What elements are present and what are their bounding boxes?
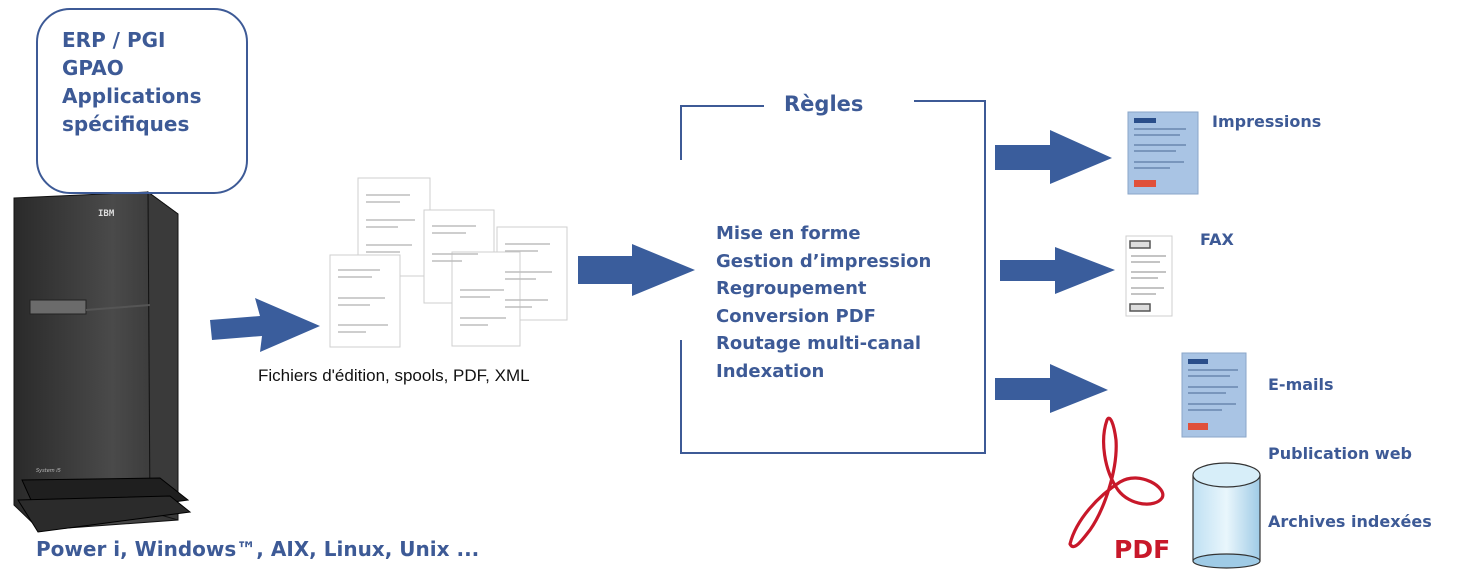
pdf-logo-text: PDF: [1114, 535, 1171, 564]
server-brand-label: IBM: [98, 209, 115, 219]
source-line-applications: Applications: [62, 84, 202, 108]
output-label-impressions: Impressions: [1212, 112, 1322, 131]
archive-database-icon: [1192, 462, 1261, 569]
source-line-gpao: GPAO: [62, 56, 124, 80]
fax-document-icon: [1125, 235, 1173, 317]
documents-stack-icon: [329, 177, 568, 348]
rule-item: Indexation: [716, 360, 825, 382]
arrow-to-impressions: [995, 130, 1112, 184]
email-document-icon: [1181, 352, 1247, 438]
rules-title: Règles: [784, 92, 864, 116]
rule-item: Regroupement: [716, 278, 867, 299]
source-line-erp: ERP / PGI: [62, 28, 166, 52]
rule-item: Gestion d’impression: [716, 250, 932, 272]
server-icon: IBM System i5: [13, 191, 192, 533]
arrow-to-emails: [995, 364, 1108, 413]
output-label-archives: Archives indexées: [1268, 512, 1432, 531]
rule-item: Mise en forme: [716, 223, 861, 244]
rules-bracket: [680, 100, 986, 454]
output-label-emails: E-mails: [1268, 375, 1334, 394]
rules-list: Mise en forme Gestion d’impression Regro…: [716, 220, 931, 385]
platforms-label: Power i, Windows™, AIX, Linux, Unix ...: [36, 537, 480, 561]
rule-item: Conversion PDF: [716, 305, 876, 327]
printed-document-icon: [1127, 111, 1199, 195]
files-caption: Fichiers d'édition, spools, PDF, XML: [258, 366, 530, 385]
arrow-to-fax: [1000, 247, 1115, 294]
output-label-web: Publication web: [1268, 444, 1412, 463]
source-line-specific: spécifiques: [62, 112, 190, 136]
arrow-server-to-files: [210, 298, 320, 352]
rule-item: Routage multi-canal: [716, 333, 922, 354]
server-model-label: System i5: [36, 468, 61, 474]
output-label-fax: FAX: [1200, 230, 1234, 249]
arrow-files-to-rules: [578, 244, 695, 296]
pdf-logo-icon: [1068, 416, 1165, 549]
source-applications-box: ERP / PGI GPAO Applications spécifiques: [36, 8, 248, 194]
